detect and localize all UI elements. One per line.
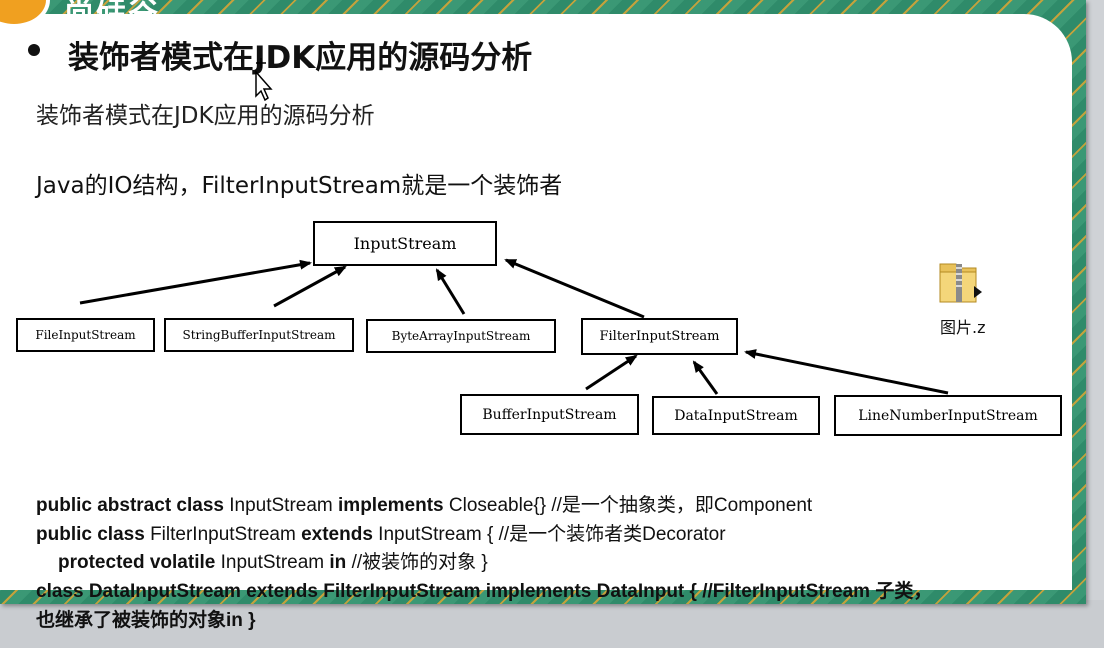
presentation-slide: 尚硅谷 装饰者模式在JDK应用的源码分析 装饰者模式在JDK应用的源码分析 Ja… (0, 0, 1086, 604)
code-keyword: in (329, 552, 347, 573)
code-comment: //被装饰的对象 } (351, 552, 488, 573)
arrow-stringbuffer-to-inputstream (273, 265, 347, 308)
code-line-1: public abstract class InputStream implem… (36, 490, 812, 517)
class-box-datainputstream: DataInputStream (652, 396, 820, 435)
code-type: InputStream (229, 495, 333, 516)
code-line-4: class DataInputStream extends FilterInpu… (36, 581, 933, 602)
arrow-file-to-inputstream (79, 259, 312, 305)
zip-file-label[interactable]: 图片.z (940, 318, 986, 337)
code-type: InputStream (220, 552, 325, 573)
viewer-background (0, 600, 1104, 648)
class-box-stringbufferinputstream: StringBufferInputStream (164, 318, 354, 352)
code-keyword: implements (338, 495, 444, 516)
code-type: FilterInputStream (150, 524, 296, 545)
arrow-buffer-to-filter (585, 354, 638, 391)
code-keyword: extends (301, 524, 373, 545)
mouse-cursor-icon (255, 58, 273, 102)
arrow-bytearray-to-inputstream (435, 268, 466, 315)
class-box-inputstream: InputStream (313, 221, 497, 266)
slide-heading: 装饰者模式在JDK应用的源码分析 (68, 40, 533, 76)
arrow-filter-to-inputstream (504, 258, 645, 319)
zip-folder-icon[interactable] (936, 258, 982, 306)
code-comment: InputStream { //是一个装饰者类Decorator (378, 524, 726, 545)
code-keyword: public abstract class (36, 495, 224, 516)
bullet-dot (28, 44, 40, 56)
slide-description: Java的IO结构，FilterInputStream就是一个装饰者 (36, 173, 563, 199)
code-comment: Closeable{} //是一个抽象类，即Component (448, 495, 813, 516)
code-line-3: protected volatile InputStream in //被装饰的… (58, 547, 488, 574)
slide-content-area (0, 14, 1072, 590)
arrow-data-to-filter (692, 360, 719, 395)
code-line-5: 也继承了被装饰的对象in } (36, 610, 256, 631)
class-box-bufferinputstream: BufferInputStream (460, 394, 639, 435)
class-box-bytearrayinputstream: ByteArrayInputStream (366, 319, 556, 353)
slide-subheading: 装饰者模式在JDK应用的源码分析 (36, 103, 375, 129)
class-box-filterinputstream: FilterInputStream (581, 318, 738, 355)
code-keyword: protected volatile (58, 552, 216, 573)
class-box-linenumberinputstream: LineNumberInputStream (834, 395, 1062, 436)
class-box-fileinputstream: FileInputStream (16, 318, 155, 352)
code-keyword: public class (36, 524, 145, 545)
class-diagram (79, 258, 949, 395)
logo-text: 尚硅谷 (64, 0, 160, 29)
arrow-linenumber-to-filter (744, 349, 949, 395)
code-line-2: public class FilterInputStream extends I… (36, 519, 726, 546)
